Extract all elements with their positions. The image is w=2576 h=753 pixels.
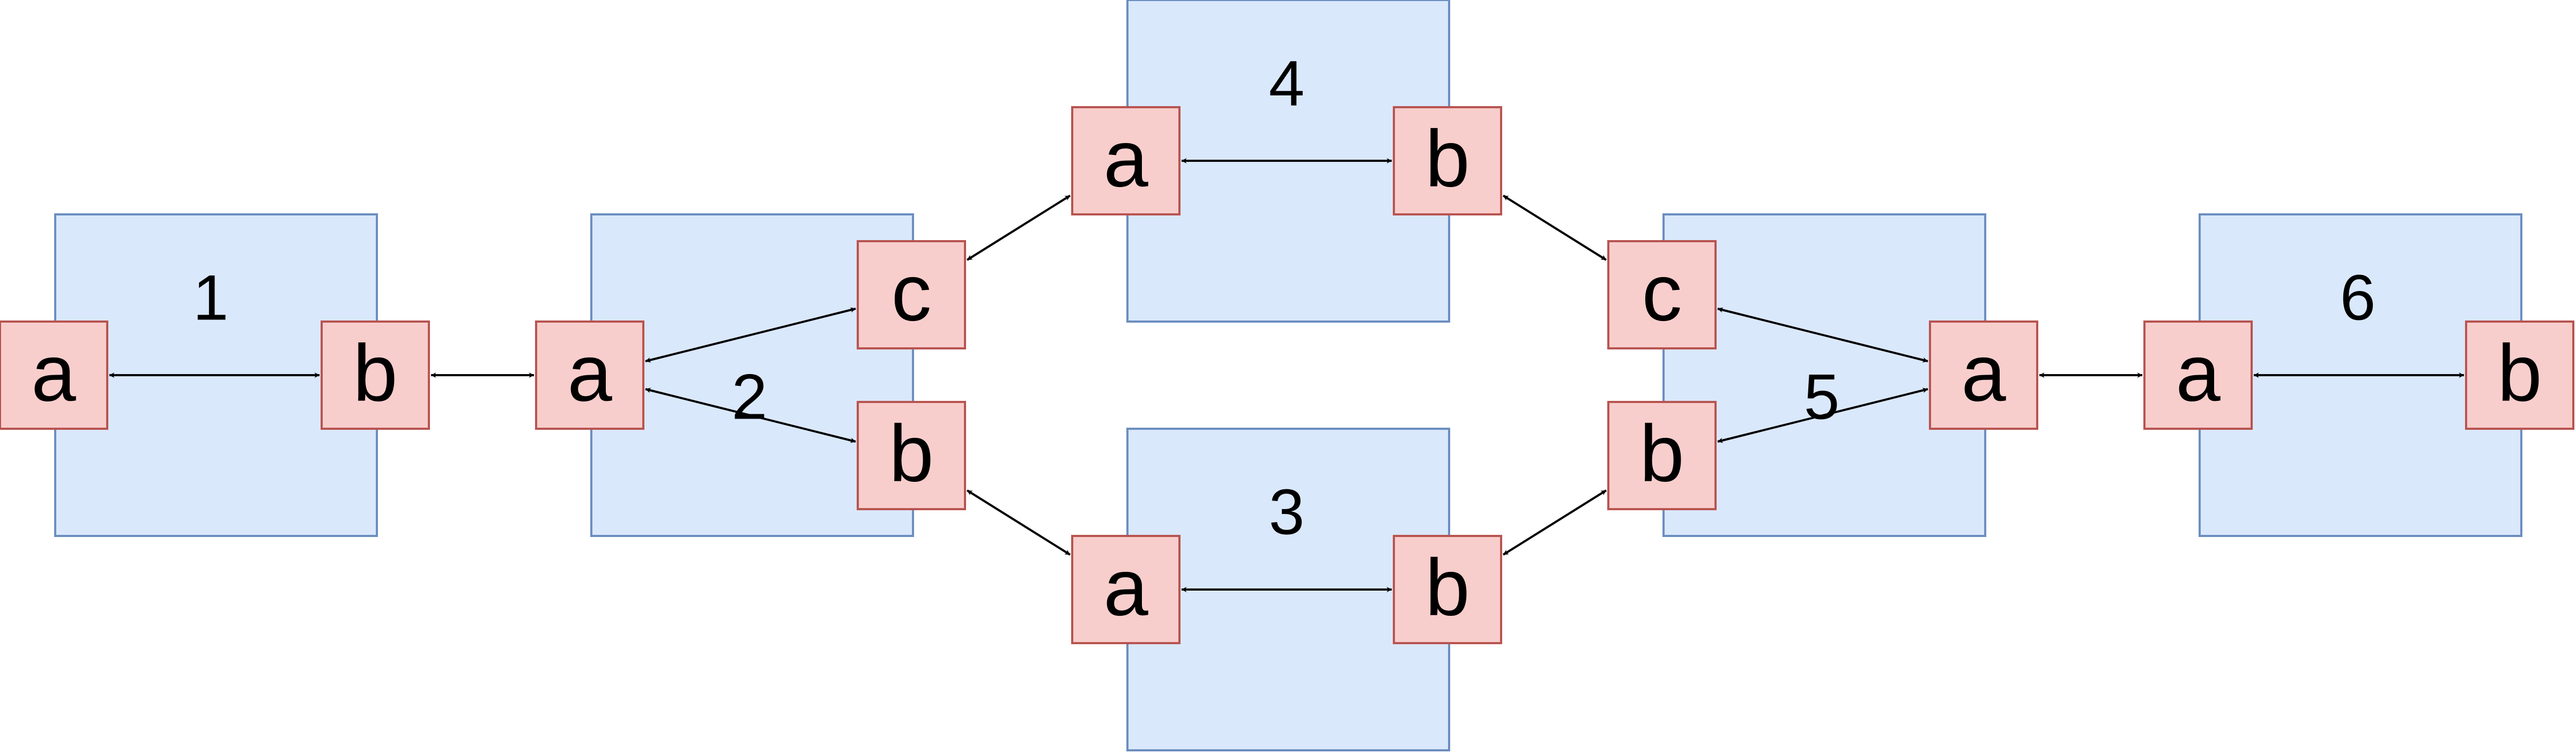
- port-label: b: [889, 408, 933, 498]
- port-label: b: [353, 328, 397, 418]
- port-label: a: [31, 328, 76, 418]
- port-rect: [1607, 240, 1717, 349]
- port-label: b: [1425, 114, 1469, 204]
- port-p3b: b: [1393, 535, 1502, 644]
- edge-p2c-p4a: [966, 195, 1071, 261]
- port-p6a: a: [2143, 320, 2253, 430]
- edge-p5b-p5a: [1717, 387, 1928, 443]
- port-p3a: a: [1071, 535, 1181, 644]
- port-p4a: a: [1071, 106, 1181, 215]
- block-label: 3: [1269, 476, 1305, 548]
- port-rect: [321, 320, 430, 430]
- port-rect: [1929, 320, 2038, 430]
- port-label: a: [2176, 328, 2221, 418]
- port-label: c: [892, 248, 932, 338]
- port-label: a: [1103, 542, 1148, 632]
- port-label: b: [2497, 328, 2542, 418]
- port-rect: [857, 240, 966, 349]
- port-p1b: b: [321, 320, 430, 430]
- block-label: 6: [2340, 262, 2376, 334]
- port-label: a: [1103, 114, 1148, 204]
- port-rect: [1071, 106, 1181, 215]
- port-p5c: c: [1607, 240, 1717, 349]
- edge-p2a-p2b: [645, 387, 856, 443]
- port-label: c: [1642, 248, 1682, 338]
- port-rect: [1607, 401, 1717, 510]
- port-label: b: [1425, 542, 1469, 632]
- port-rect: [2465, 320, 2574, 430]
- port-rect: [857, 401, 966, 510]
- port-rect: [1393, 106, 1502, 215]
- edge-p2a-p2c: [645, 307, 856, 363]
- block-label: 2: [732, 361, 768, 433]
- port-label: a: [567, 328, 612, 418]
- port-p2a: a: [535, 320, 644, 430]
- port-p2c: c: [857, 240, 966, 349]
- port-rect: [1393, 535, 1502, 644]
- edge-p3b-p5b: [1502, 489, 1607, 556]
- block-label: 1: [193, 262, 229, 334]
- port-p2b: b: [857, 401, 966, 510]
- port-rect: [1071, 535, 1181, 644]
- port-p6b: b: [2465, 320, 2574, 430]
- block-label: 5: [1804, 361, 1840, 433]
- edge-p5c-p5a: [1717, 307, 1928, 363]
- port-p1a: a: [0, 320, 108, 430]
- port-p5a: a: [1929, 320, 2038, 430]
- port-rect: [535, 320, 644, 430]
- port-label: b: [1639, 408, 1684, 498]
- port-rect: [0, 320, 108, 430]
- edges-layer: [109, 158, 2464, 592]
- port-rect: [2143, 320, 2253, 430]
- port-p5b: b: [1607, 401, 1717, 510]
- port-p4b: b: [1393, 106, 1502, 215]
- port-label: a: [1961, 328, 2006, 418]
- block-label: 4: [1269, 48, 1305, 120]
- edge-p4b-p5c: [1502, 195, 1607, 261]
- edge-p2b-p3a: [966, 489, 1071, 556]
